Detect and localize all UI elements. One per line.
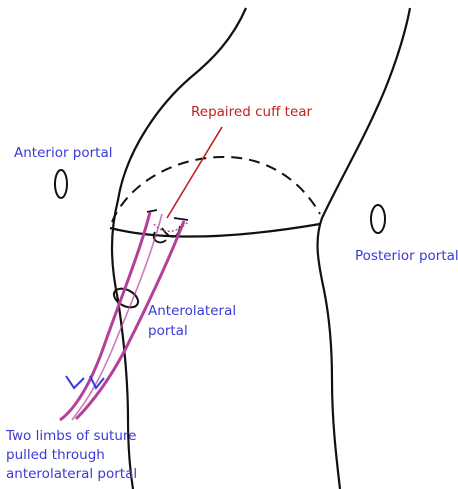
humeral-head-dashed-arc: [112, 157, 320, 222]
anterior-portal-mark: [55, 170, 67, 198]
arm-outline-front: [112, 8, 246, 489]
repaired-tear-leader: [167, 127, 222, 218]
label-suture-limbs-line1: Two limbs of suture: [6, 428, 136, 445]
label-anterolateral-portal-line2: portal: [148, 323, 188, 340]
posterior-portal-mark: [371, 205, 385, 233]
suture-arrow-left-icon: [66, 376, 84, 388]
humeral-head-base-line: [110, 224, 320, 237]
label-anterolateral-portal-line1: Anterolateral: [148, 303, 236, 320]
label-suture-limbs-line2: pulled through: [6, 447, 105, 464]
label-anterior-portal: Anterior portal: [14, 145, 113, 162]
label-repaired-cuff-tear: Repaired cuff tear: [191, 104, 312, 121]
label-suture-limbs-line3: anterolateral portal: [6, 466, 137, 483]
label-posterior-portal: Posterior portal: [355, 248, 458, 265]
